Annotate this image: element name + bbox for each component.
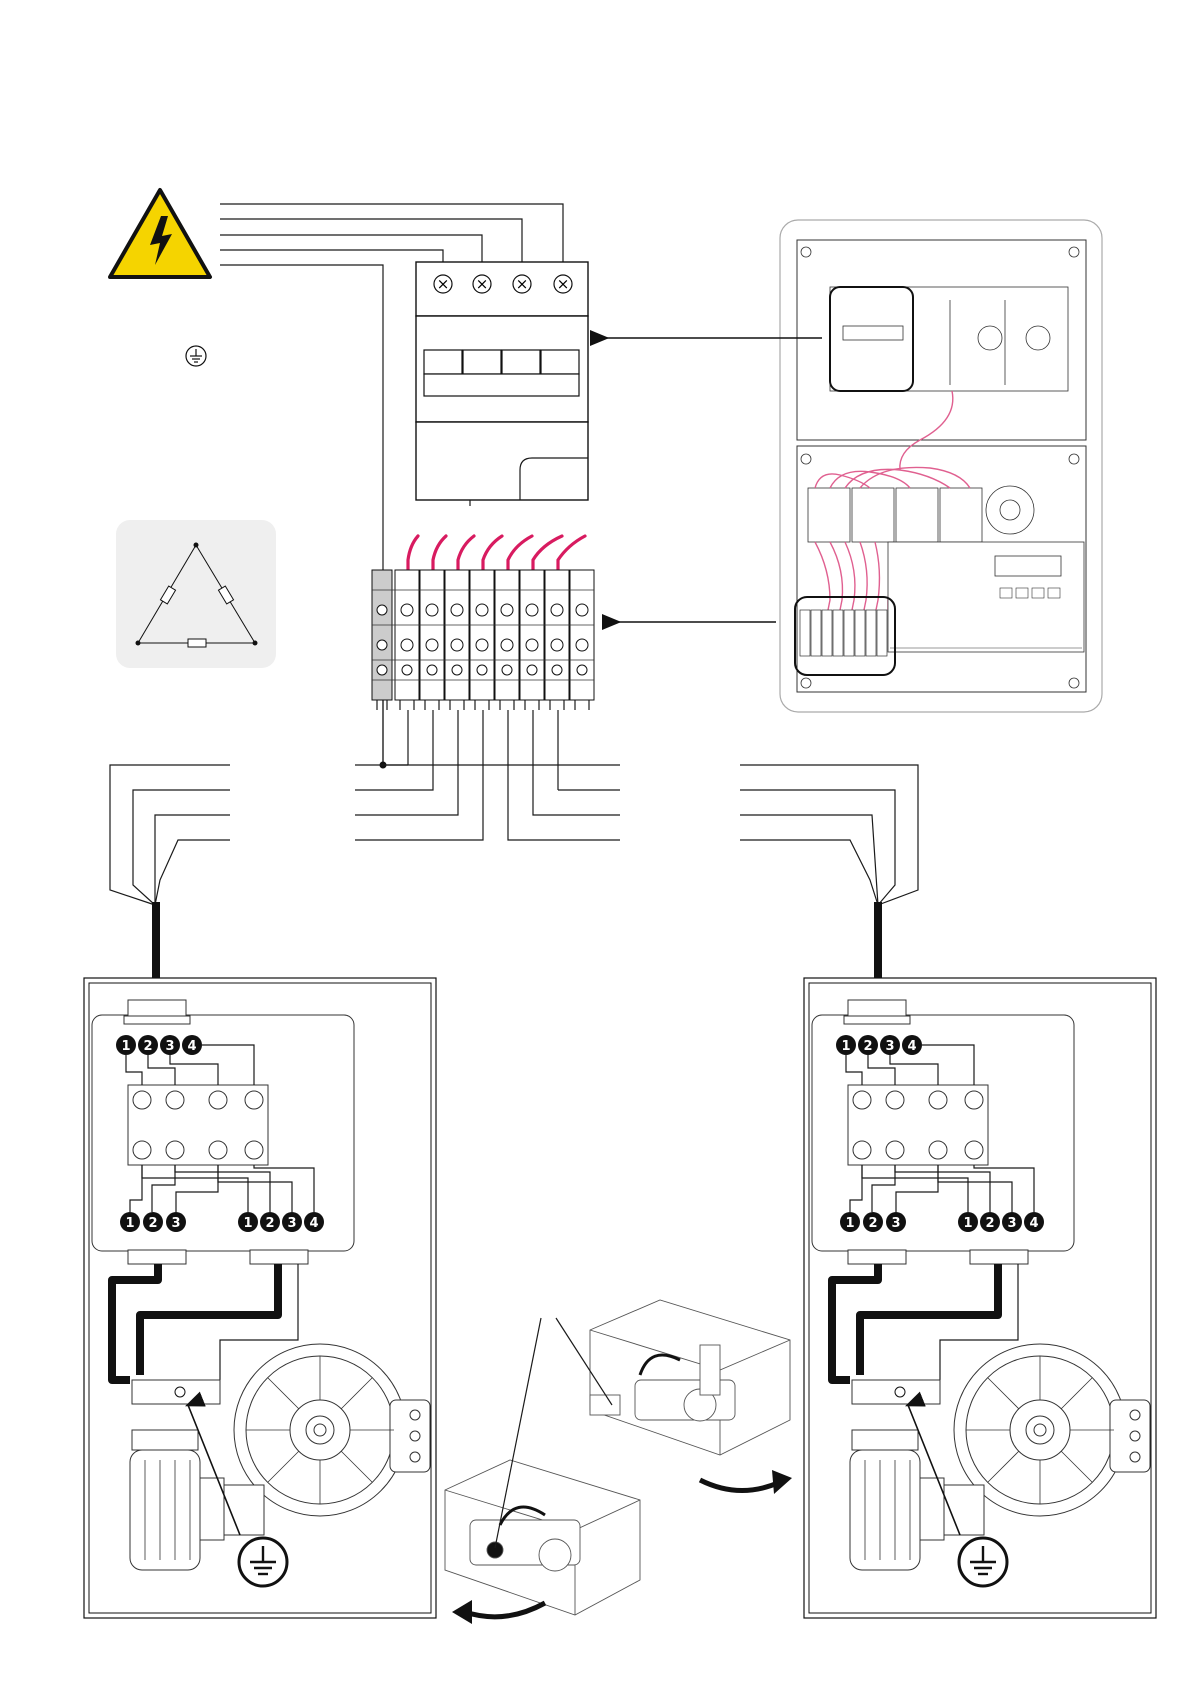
terminal-number: 3 bbox=[1007, 1216, 1016, 1231]
high-voltage-warning-icon bbox=[110, 190, 210, 277]
terminal-number: 3 bbox=[165, 1039, 174, 1054]
circuit-breaker: × × × × bbox=[416, 262, 588, 506]
terminal-number: 3 bbox=[287, 1216, 296, 1231]
terminal-number: 1 bbox=[963, 1216, 972, 1231]
upper-operator-unit bbox=[590, 1300, 790, 1455]
terminal-number: 4 bbox=[187, 1039, 196, 1054]
delta-winding-icon bbox=[116, 520, 276, 668]
terminal-number: 4 bbox=[309, 1216, 318, 1231]
breaker-terminal-mark: × bbox=[516, 275, 529, 293]
terminal-number: 1 bbox=[125, 1216, 134, 1231]
terminal-number: 2 bbox=[985, 1216, 994, 1231]
right-motor-assembly: 1 2 3 4 1 2 3 1 bbox=[804, 978, 1156, 1618]
breaker-terminal-mark: × bbox=[437, 275, 450, 293]
terminal-number: 3 bbox=[891, 1216, 900, 1231]
terminal-number: 2 bbox=[863, 1039, 872, 1054]
right-output-terminals-a: 1 2 3 bbox=[840, 1212, 906, 1232]
left-terminal-strip bbox=[128, 1085, 268, 1165]
terminal-number: 3 bbox=[885, 1039, 894, 1054]
terminal-number: 2 bbox=[143, 1039, 152, 1054]
terminal-block-units bbox=[372, 570, 594, 700]
terminal-number: 1 bbox=[841, 1039, 850, 1054]
breaker-terminal-mark: × bbox=[476, 275, 489, 293]
left-motor-assembly: 1 2 3 4 1 2 3 1 bbox=[84, 978, 436, 1618]
terminal-number: 1 bbox=[121, 1039, 130, 1054]
terminal-number: 2 bbox=[868, 1216, 877, 1231]
terminal-number: 2 bbox=[265, 1216, 274, 1231]
terminal-block bbox=[372, 536, 594, 710]
control-panel bbox=[780, 220, 1102, 712]
cable-gland bbox=[124, 1000, 190, 1024]
earth-ground-icon bbox=[239, 1538, 287, 1586]
terminal-legs bbox=[377, 700, 589, 710]
left-output-terminals-a: 1 2 3 bbox=[120, 1212, 186, 1232]
earth-ground-icon bbox=[186, 346, 206, 366]
breaker-terminal-mark: × bbox=[557, 275, 570, 293]
terminal-number: 4 bbox=[907, 1039, 916, 1054]
output-wires bbox=[110, 700, 918, 905]
terminal-number: 1 bbox=[243, 1216, 252, 1231]
terminal-number: 4 bbox=[1029, 1216, 1038, 1231]
terminal-number: 3 bbox=[171, 1216, 180, 1231]
pink-wires bbox=[408, 536, 585, 570]
terminal-number: 1 bbox=[845, 1216, 854, 1231]
breaker-switch-handles bbox=[424, 350, 579, 396]
earth-ground-icon bbox=[959, 1538, 1007, 1586]
terminal-number: 2 bbox=[148, 1216, 157, 1231]
lower-operator-unit bbox=[445, 1460, 640, 1615]
